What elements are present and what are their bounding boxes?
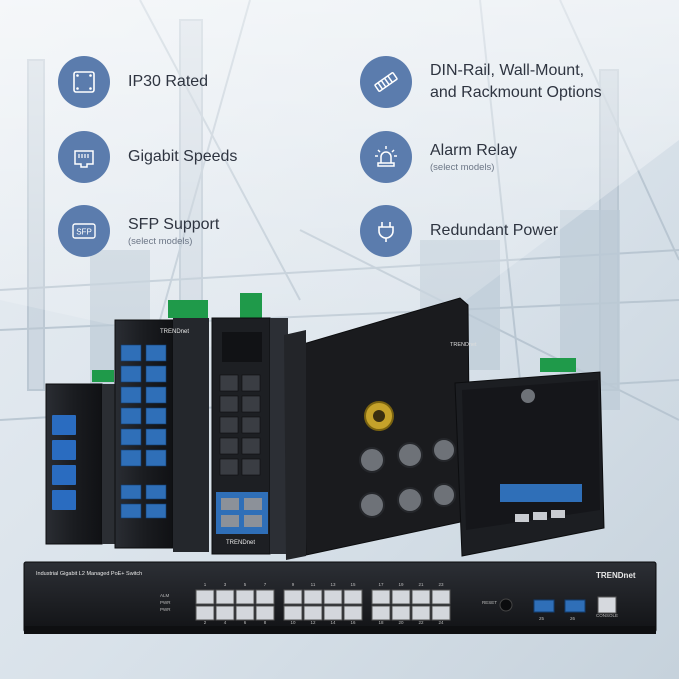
rack-port-number: 8 bbox=[264, 620, 267, 625]
rack-port-number: 3 bbox=[224, 582, 227, 587]
square-box-icon bbox=[58, 56, 110, 108]
rack-led-pwr1: PWR bbox=[160, 600, 171, 605]
rack-port bbox=[431, 589, 451, 605]
feature-label-din-rail-line2: and Rackmount Options bbox=[430, 84, 602, 101]
rack-port bbox=[283, 589, 303, 605]
rack-port bbox=[215, 605, 235, 621]
power-plug-icon bbox=[360, 205, 412, 257]
feature-label-gigabit: Gigabit Speeds bbox=[128, 148, 238, 165]
rack-switch-title: Industrial Gigabit L2 Managed PoE+ Switc… bbox=[36, 571, 142, 577]
rack-port bbox=[323, 589, 343, 605]
rack-port-number: 12 bbox=[310, 620, 316, 625]
rack-port-number: 10 bbox=[290, 620, 296, 625]
rack-port bbox=[431, 605, 451, 621]
small-din-switch bbox=[45, 370, 116, 545]
din-rail-icon bbox=[360, 56, 412, 108]
rack-port-number: 17 bbox=[378, 582, 384, 587]
rack-port-number: 23 bbox=[438, 582, 444, 587]
rack-led-pwr2: PWR bbox=[160, 607, 171, 612]
rack-port-number: 4 bbox=[224, 620, 227, 625]
rack-sfp25-label: 25 bbox=[539, 616, 545, 621]
rack-port-number: 11 bbox=[311, 582, 316, 587]
rack-port bbox=[391, 589, 411, 605]
m12-wall-switch: TRENDnet bbox=[284, 297, 477, 560]
feature-alarm-relay: Alarm Relay (select models) bbox=[360, 131, 517, 183]
rack-sfp26-label: 26 bbox=[570, 616, 576, 621]
rack-port-number: 18 bbox=[378, 620, 384, 625]
feature-label-power: Redundant Power bbox=[430, 222, 559, 239]
rack-port bbox=[303, 589, 323, 605]
rack-port bbox=[283, 605, 303, 621]
rack-led-alm: ALM bbox=[160, 593, 170, 598]
rack-port-number: 13 bbox=[330, 582, 336, 587]
rack-port bbox=[255, 605, 275, 621]
rack-port-number: 15 bbox=[350, 582, 356, 587]
rack-port bbox=[371, 589, 391, 605]
rack-reset-label: RESET bbox=[482, 600, 497, 605]
ethernet-port-icon bbox=[58, 131, 110, 183]
tall-din-switch: TRENDnet bbox=[211, 293, 288, 555]
rack-port bbox=[235, 605, 255, 621]
alarm-beacon-icon bbox=[360, 131, 412, 183]
feature-label-ip30: IP30 Rated bbox=[128, 73, 209, 90]
feature-din-rail: DIN-Rail, Wall-Mount, and Rackmount Opti… bbox=[360, 56, 602, 108]
rack-port-number: 5 bbox=[244, 582, 247, 587]
rack-port-number: 1 bbox=[204, 582, 207, 587]
feature-redundant-power: Redundant Power bbox=[360, 205, 558, 257]
rack-port-number: 19 bbox=[398, 582, 404, 587]
rack-port-number: 20 bbox=[398, 620, 404, 625]
rack-port-number: 22 bbox=[418, 620, 424, 625]
rack-port-number: 24 bbox=[438, 620, 444, 625]
rack-port bbox=[303, 605, 323, 621]
feature-label-din-rail: DIN-Rail, Wall-Mount, bbox=[430, 62, 585, 79]
tall-switch-brand: TRENDnet bbox=[226, 540, 255, 546]
rack-console-label: CONSOLE bbox=[596, 613, 618, 618]
rack-port bbox=[255, 589, 275, 605]
feature-gigabit: Gigabit Speeds bbox=[58, 131, 237, 183]
rack-port-grid bbox=[195, 589, 451, 621]
rack-port bbox=[235, 589, 255, 605]
rack-port-number: 7 bbox=[264, 582, 267, 587]
rack-port bbox=[343, 605, 363, 621]
rack-port-number: 6 bbox=[244, 620, 247, 625]
m12-switch-brand: TRENDnet bbox=[450, 342, 477, 348]
rack-port bbox=[215, 589, 235, 605]
rack-port bbox=[343, 589, 363, 605]
feature-sub-sfp: (select models) bbox=[128, 236, 193, 247]
flat-wall-switch bbox=[454, 358, 605, 557]
rack-port bbox=[323, 605, 343, 621]
rack-port bbox=[371, 605, 391, 621]
feature-sfp: SFP SFP Support (select models) bbox=[58, 205, 219, 257]
blue-port-din-switch: TRENDnet bbox=[114, 300, 209, 552]
feature-sub-alarm: (select models) bbox=[430, 162, 495, 173]
rack-port-number: 2 bbox=[204, 620, 207, 625]
rack-port bbox=[195, 589, 215, 605]
blue-switch-brand: TRENDnet bbox=[160, 329, 189, 335]
rack-port bbox=[195, 605, 215, 621]
rack-port bbox=[411, 605, 431, 621]
feature-label-alarm: Alarm Relay bbox=[430, 142, 518, 159]
feature-label-sfp: SFP Support bbox=[128, 216, 220, 233]
rack-port-number: 14 bbox=[330, 620, 336, 625]
rack-port bbox=[411, 589, 431, 605]
feature-ip30: IP30 Rated bbox=[58, 56, 208, 108]
rack-port-number: 16 bbox=[350, 620, 356, 625]
rack-port-number: 21 bbox=[418, 582, 424, 587]
rack-switch-brand: TRENDnet bbox=[596, 571, 636, 580]
rack-port-number: 9 bbox=[292, 582, 295, 587]
rack-port bbox=[391, 605, 411, 621]
sfp-module-icon: SFP bbox=[58, 205, 110, 257]
sfp-icon-text: SFP bbox=[76, 228, 92, 237]
rackmount-switch: Industrial Gigabit L2 Managed PoE+ Switc… bbox=[23, 561, 657, 634]
